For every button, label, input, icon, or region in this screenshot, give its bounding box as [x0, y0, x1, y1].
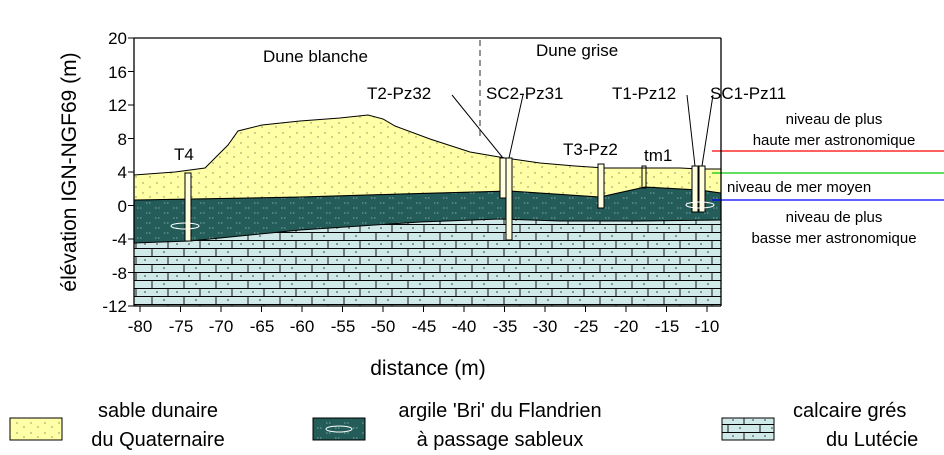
high-tide-label-2: haute mer astronomique — [753, 132, 916, 149]
x-tick: -10 — [695, 317, 720, 336]
well-label-sc1: SC1-Pz11 — [710, 84, 786, 103]
x-tick: -30 — [533, 317, 558, 336]
x-tick: -70 — [209, 317, 234, 336]
legend-label-sand-2: du Quaternaire — [91, 429, 224, 451]
y-tick: -4 — [112, 230, 127, 249]
y-tick: 4 — [118, 163, 127, 182]
legend: sable dunaire du Quaternaire argile 'Bri… — [9, 400, 918, 451]
layers — [134, 114, 721, 306]
water-levels — [712, 150, 944, 201]
x-tick: -75 — [169, 317, 194, 336]
high-tide-label-1: niveau de plus — [786, 111, 883, 128]
low-tide-label-2: basse mer astronomique — [751, 230, 916, 247]
well-label-t4: T4 — [174, 145, 194, 164]
x-tick: -35 — [493, 317, 518, 336]
x-tick: -45 — [412, 317, 437, 336]
y-tick: 8 — [118, 130, 127, 149]
x-tick: -65 — [250, 317, 275, 336]
well-label-t1: T1-Pz12 — [612, 84, 676, 103]
y-axis-title: élévation IGN-NGF69 (m) — [58, 52, 81, 291]
sand-layer — [134, 114, 721, 201]
y-tick: 12 — [108, 96, 127, 115]
y-tick: -12 — [102, 297, 127, 316]
well-t4-tube — [184, 172, 192, 242]
well-label-t2: T2-Pz32 — [367, 84, 431, 103]
zone-label-dune-grise: Dune grise — [536, 41, 618, 60]
well-label-t3: T3-Pz2 — [563, 140, 618, 159]
legend-swatch-sand — [9, 417, 63, 441]
mean-sea-label: niveau de mer moyen — [727, 179, 871, 196]
tick-marks — [128, 37, 708, 312]
legend-label-limestone-1: calcaire grés — [793, 400, 906, 422]
y-tick: -8 — [112, 264, 127, 283]
x-axis-title: distance (m) — [370, 357, 486, 380]
legend-label-limestone-2: du Lutécie — [826, 429, 918, 451]
wells — [184, 157, 706, 242]
well-tm1-tube — [641, 165, 647, 189]
leader-lines — [451, 94, 714, 167]
well-t3-tube — [597, 163, 605, 209]
axes — [133, 37, 722, 307]
x-tick: -55 — [331, 317, 356, 336]
well-label-tm1: tm1 — [644, 146, 672, 165]
y-tick: 0 — [118, 197, 127, 216]
legend-label-sand-1: sable dunaire — [98, 400, 218, 422]
y-tick: 20 — [108, 29, 127, 48]
low-tide-label-1: niveau de plus — [786, 209, 883, 226]
x-tick: -80 — [128, 317, 153, 336]
x-tick: -40 — [452, 317, 477, 336]
y-tick-labels: 20 16 12 8 4 0 -4 -8 -12 — [102, 29, 127, 316]
x-tick: -60 — [290, 317, 315, 336]
well-t1-tube — [691, 165, 699, 213]
clay-lenses — [170, 201, 715, 230]
y-tick: 16 — [108, 63, 127, 82]
well-t2-tube — [499, 157, 507, 199]
well-sc2-tube — [505, 157, 513, 241]
well-sc1-tube — [698, 165, 706, 213]
legend-swatch-clay — [312, 417, 366, 441]
well-label-sc2: SC2-Pz31 — [486, 84, 563, 103]
x-tick: -20 — [614, 317, 639, 336]
x-tick: -15 — [655, 317, 680, 336]
zone-label-dune-blanche: Dune blanche — [263, 47, 368, 66]
legend-swatch-limestone — [721, 417, 775, 441]
legend-label-clay-1: argile 'Bri' du Flandrien — [398, 400, 601, 422]
x-tick: -25 — [574, 317, 599, 336]
x-tick: -50 — [371, 317, 396, 336]
legend-label-clay-2: à passage sableux — [417, 429, 584, 451]
x-tick-labels: -80 -75 -70 -65 -60 -55 -50 -45 -40 -35 … — [128, 317, 720, 336]
